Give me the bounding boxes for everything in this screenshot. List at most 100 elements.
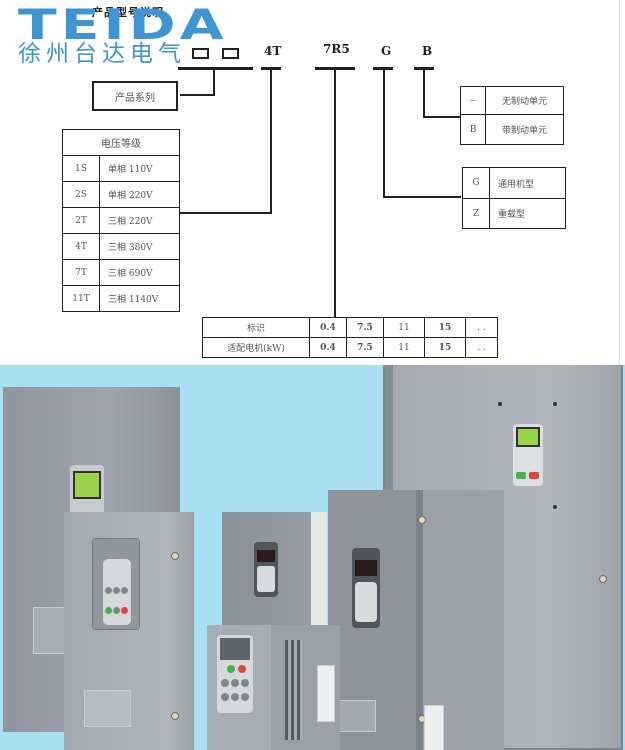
connector: [180, 212, 272, 214]
connector: [423, 116, 461, 118]
power-value: . .: [465, 337, 498, 358]
door-bolt: [171, 712, 179, 720]
voltage-desc: 三相 1140V: [99, 285, 180, 312]
button-pad: [257, 566, 275, 592]
led-display: [355, 560, 377, 576]
power-row-label: 标识: [202, 317, 310, 338]
voltage-desc: 单相 220V: [99, 181, 180, 208]
inverter-small-front: [207, 625, 340, 750]
table-row: 适配电机(kW) 0.4 7.5 11 15 . .: [202, 337, 498, 358]
nameplate: [424, 705, 444, 750]
connector: [423, 69, 425, 117]
stop-button-icon: [238, 665, 246, 673]
door-bolt: [171, 552, 179, 560]
power-value: 7.5: [346, 317, 384, 338]
key-icon: [105, 587, 112, 594]
power-value: 0.4: [309, 337, 347, 358]
connector: [180, 94, 215, 96]
voltage-desc: 三相 380V: [99, 233, 180, 260]
key-icon: [231, 693, 239, 701]
series-underline: [178, 67, 253, 70]
screw: [553, 402, 557, 406]
power-rating-table: 标识 0.4 7.5 11 15 . . 适配电机(kW) 0.4 7.5 11…: [202, 317, 498, 358]
key-icon: [121, 587, 128, 594]
lcd-screen: [516, 427, 540, 447]
key-icon: [221, 679, 229, 687]
voltage-code: 4T: [62, 233, 100, 260]
connector: [270, 69, 272, 213]
type-code: Z: [462, 198, 490, 229]
button-pad: [355, 582, 377, 622]
code-type: G: [381, 44, 392, 58]
voltage-code: 2S: [62, 181, 100, 208]
door-bolt: [418, 516, 426, 524]
key-icon: [231, 679, 239, 687]
cooling-vent: [285, 640, 303, 740]
type-code: G: [462, 167, 490, 199]
power-value: 15: [424, 337, 466, 358]
connector: [383, 196, 461, 198]
key-icon: [113, 607, 120, 614]
product-photo: [0, 365, 625, 750]
voltage-desc: 三相 690V: [99, 259, 180, 286]
nameplate: [317, 665, 335, 722]
voltage-code: 2T: [62, 207, 100, 234]
lcd-screen: [73, 471, 101, 499]
power-underline: [315, 67, 355, 70]
keypad: [513, 424, 543, 486]
brake-desc: 无制动单元: [485, 86, 564, 115]
brand-logo-text: TEIDA: [18, 0, 228, 49]
key-icon: [241, 679, 249, 687]
table-row: --无制动单元: [460, 86, 564, 115]
type-desc: 通用机型: [489, 167, 566, 199]
lcd-screen: [220, 638, 250, 660]
keypad: [254, 542, 278, 597]
connector: [213, 69, 215, 95]
run-button-icon: [105, 607, 112, 614]
key-icon: [113, 587, 120, 594]
inverter-front-right: [328, 490, 504, 750]
power-value: . .: [465, 317, 498, 338]
led-display: [257, 550, 275, 562]
stop-button-icon: [121, 607, 128, 614]
power-value: 15: [424, 317, 466, 338]
power-value: 11: [383, 337, 425, 358]
code-voltage: 4T: [264, 44, 282, 58]
label-sticker: [33, 607, 70, 654]
power-value: 11: [383, 317, 425, 338]
voltage-code: 7T: [62, 259, 100, 286]
keypad: [352, 548, 380, 628]
brake-underline: [414, 67, 434, 70]
brake-code: --: [460, 86, 486, 115]
screw: [498, 402, 502, 406]
power-value: 0.4: [309, 317, 347, 338]
stop-button-icon: [529, 472, 539, 479]
label-sticker: [334, 700, 376, 732]
document-title: 产品型号说明: [92, 6, 164, 19]
series-placeholder-box-1: [192, 48, 209, 59]
code-power: 7R5: [323, 42, 350, 56]
table-row: 标识 0.4 7.5 11 15 . .: [202, 317, 498, 338]
product-series-label: 产品系列: [115, 92, 155, 104]
brand-logo-chinese: 徐州台达电气: [18, 41, 186, 67]
page-edge-line: [619, 0, 620, 365]
connector: [383, 69, 385, 197]
brake-code: B: [460, 114, 486, 145]
connector: [334, 69, 336, 317]
door-lock: [599, 575, 607, 583]
power-row-label: 适配电机(kW): [202, 337, 310, 358]
key-icon: [241, 693, 249, 701]
keypad: [217, 635, 253, 713]
